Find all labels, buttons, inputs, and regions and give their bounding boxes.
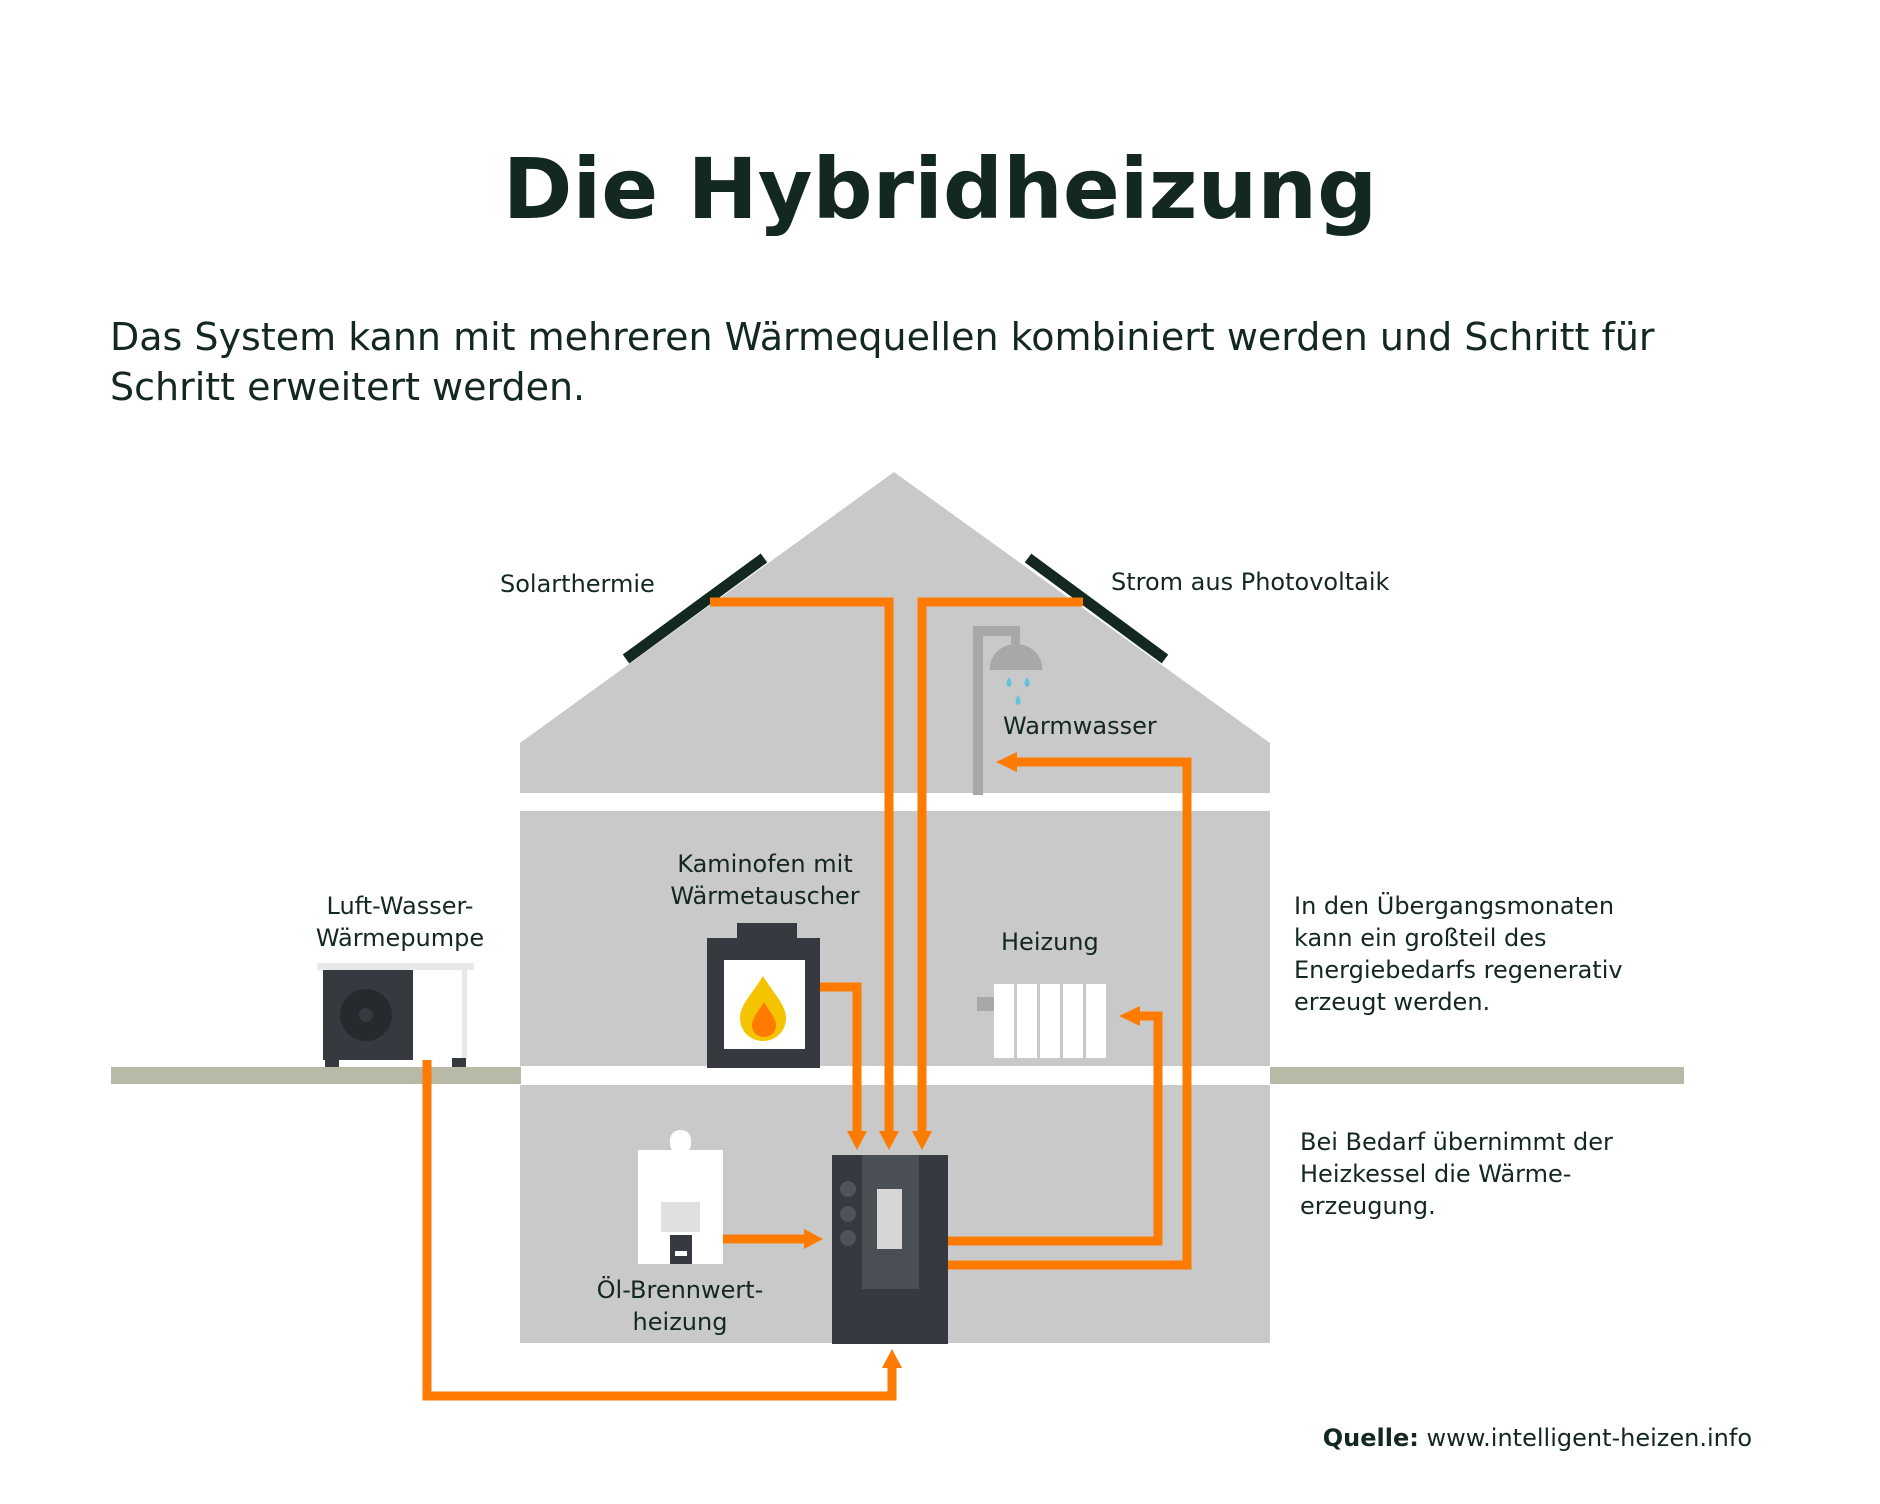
arrow-pv-down <box>912 1131 932 1150</box>
house-attic <box>520 472 1270 793</box>
source-url[interactable]: www.intelligent-heizen.info <box>1426 1424 1752 1452</box>
note-on-demand: Bei Bedarf übernimmt der Heizkessel die … <box>1300 1128 1613 1220</box>
arrow-stove-down <box>847 1131 867 1150</box>
label-heizung: Heizung <box>1001 928 1099 956</box>
arrow-boiler-right <box>804 1229 823 1249</box>
pipe-heat-pump <box>422 1060 897 1401</box>
oil-boiler-icon <box>638 1130 723 1264</box>
note-transition-months: In den Übergangsmonaten kann ein großtei… <box>1294 892 1623 1016</box>
radiator-icon <box>977 984 1106 1058</box>
house-ground-floor <box>520 811 1270 1066</box>
label-warmwasser: Warmwasser <box>1003 712 1157 740</box>
pipe-arrows <box>804 752 1140 1368</box>
arrow-radiator-left <box>1119 1006 1140 1026</box>
storage-unit-icon <box>832 1155 948 1344</box>
pipe-photovoltaic <box>917 597 1083 1131</box>
label-kaminofen: Kaminofen mit Wärmetauscher <box>670 850 860 910</box>
heat-pump-icon <box>317 963 474 1067</box>
stove-icon <box>707 923 820 1068</box>
solar-thermal-collector-icon <box>622 553 768 664</box>
source-line: Quelle: www.intelligent-heizen.info <box>1323 1424 1752 1452</box>
shower-icon <box>973 626 1042 795</box>
arrow-heatpump-up <box>882 1349 902 1368</box>
label-oel-brennwert: Öl-Brennwert- heizung <box>596 1276 764 1336</box>
arrow-warmwater-left <box>996 752 1017 772</box>
label-waermepumpe: Luft-Wasser- Wärmepumpe <box>315 892 485 952</box>
pipe-warm-water <box>948 757 1192 1270</box>
pipes <box>422 597 1192 1401</box>
ground-line-left <box>111 1067 521 1084</box>
pipe-stove <box>820 982 862 1131</box>
label-photovoltaik: Strom aus Photovoltaik <box>1111 568 1390 596</box>
pv-panel-icon <box>1024 553 1169 664</box>
arrow-solar-down <box>879 1131 899 1150</box>
ground-line-right <box>1270 1067 1684 1084</box>
page-title: Die Hybridheizung <box>502 140 1378 238</box>
source-label: Quelle: <box>1322 1424 1419 1452</box>
pipe-solar-thermal <box>710 597 894 1131</box>
page-subtitle: Das System kann mit mehreren Wärmequelle… <box>110 315 1655 409</box>
label-solarthermie: Solarthermie <box>500 570 655 598</box>
pipe-radiator <box>948 1011 1163 1246</box>
